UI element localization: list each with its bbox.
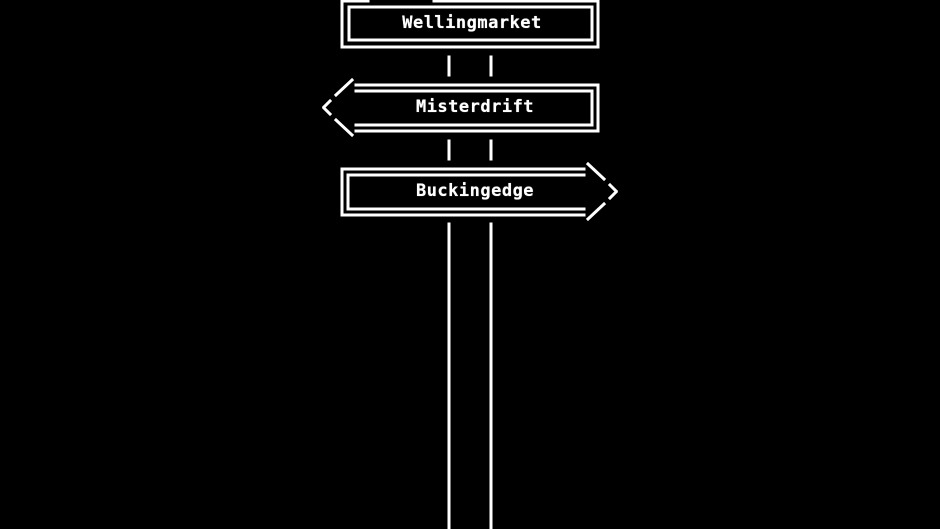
sign-board-misterdrift bbox=[321, 77, 600, 138]
sign-label-misterdrift: Misterdrift bbox=[415, 97, 535, 117]
sign-board-wellingmarket bbox=[340, 0, 600, 49]
arrow-left-icon bbox=[321, 77, 355, 138]
sign-label-wellingmarket: Wellingmarket bbox=[402, 13, 542, 33]
signpost-pole-main bbox=[447, 222, 493, 529]
arrow-right-icon bbox=[585, 161, 619, 222]
sign-board-buckingedge bbox=[340, 161, 619, 222]
sign-label-buckingedge: Buckingedge bbox=[415, 181, 535, 201]
signpost-pole-segment-middle bbox=[447, 139, 493, 161]
signpost-pole-segment-upper bbox=[447, 55, 493, 77]
